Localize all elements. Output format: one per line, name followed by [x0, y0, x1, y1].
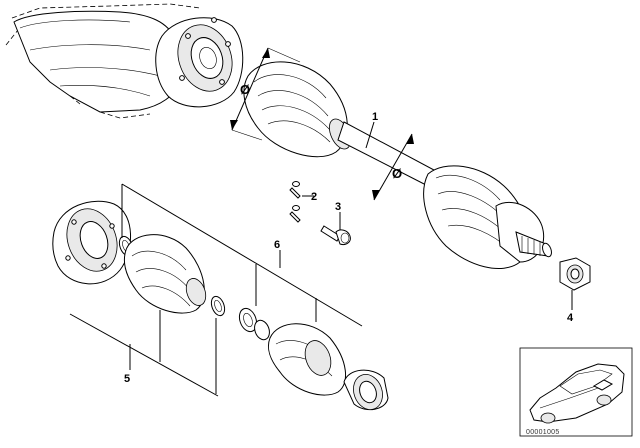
callout-6: 6 [274, 239, 280, 251]
differential-output-flange [155, 17, 244, 108]
callout-1: 1 [372, 111, 378, 123]
callout-2: 2 [311, 191, 317, 203]
image-code: 00001005 [526, 429, 560, 436]
cv-joint-flange [52, 200, 131, 285]
vehicle-thumbnail [519, 347, 633, 437]
collar-nut [559, 257, 591, 291]
diameter-symbol-label: Ø [240, 82, 250, 97]
clamp-rings [238, 307, 270, 341]
collar-screw [320, 225, 351, 245]
circlip [210, 295, 226, 317]
callout-4: 4 [567, 312, 574, 324]
bolt-pair [289, 181, 301, 223]
inner-boot-kit [123, 234, 207, 314]
diameter-symbol-label-2: Ø [392, 166, 402, 181]
differential-housing [5, 3, 201, 119]
boot-clamp-ring [343, 369, 389, 411]
kit-leader-frame-6 [121, 183, 363, 327]
outer-boot-kit [267, 323, 347, 396]
diameter-dimension-boot: Ø [230, 47, 301, 141]
diameter-dimension-shaft: Ø [372, 133, 414, 201]
kit-leader-frame-5 [69, 310, 219, 397]
callout-3: 3 [335, 201, 341, 213]
drive-shaft-assembly [243, 61, 552, 269]
callout-5: 5 [124, 373, 130, 385]
